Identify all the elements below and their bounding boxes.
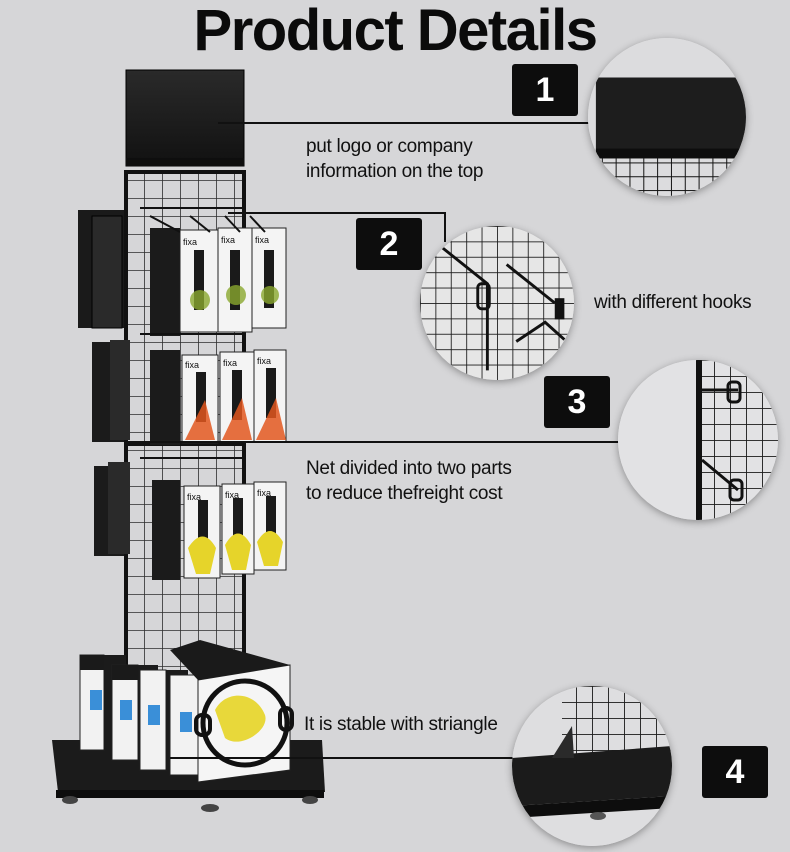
leader-line-1: [218, 122, 592, 124]
leader-line-2-drop: [444, 212, 446, 242]
leader-line-2: [228, 212, 446, 214]
caption-line: to reduce thefreight cost: [306, 483, 503, 504]
hanging-products-row-2: fixa fixa fixa: [92, 333, 287, 445]
caption-line: information on the top: [306, 161, 484, 182]
leader-line-4: [170, 757, 515, 759]
callout-number-2: 2: [356, 218, 422, 270]
boxes-on-base: [79, 640, 294, 783]
callout-number-3: 3: [544, 376, 610, 428]
callout-caption-3: Net divided into two parts to reduce the…: [306, 456, 566, 506]
package-brand-text: fixa: [223, 358, 237, 368]
callout-number-4: 4: [702, 746, 768, 798]
caption-line: with different hooks: [594, 292, 752, 313]
package-brand-text: fixa: [257, 488, 271, 498]
package-brand-text: fixa: [187, 492, 201, 502]
callout-number-1: 1: [512, 64, 578, 116]
detail-circle-signboard: [588, 38, 746, 196]
caption-line: Net divided into two parts: [306, 458, 512, 479]
callout-caption-1: put logo or company information on the t…: [306, 134, 586, 184]
package-brand-text: fixa: [183, 237, 197, 247]
page-title: Product Details: [193, 0, 598, 63]
hanging-products-row-1: fixa fixa fixa: [78, 207, 287, 336]
detail-circle-base: [512, 686, 672, 846]
callout-caption-4: It is stable with striangle: [304, 712, 534, 737]
package-brand-text: fixa: [255, 235, 269, 245]
top-signboard: [125, 69, 245, 167]
leader-line-3: [128, 441, 622, 443]
hanging-products-row-3: fixa fixa fixa: [94, 457, 287, 580]
detail-circle-net-split: [618, 360, 778, 520]
package-brand-text: fixa: [225, 490, 239, 500]
callout-caption-2: with different hooks: [594, 290, 784, 315]
caption-line: It is stable with striangle: [304, 714, 498, 735]
caption-line: put logo or company: [306, 136, 473, 157]
package-brand-text: fixa: [185, 360, 199, 370]
package-brand-text: fixa: [257, 356, 271, 366]
detail-circle-hooks: [420, 226, 574, 380]
package-brand-text: fixa: [221, 235, 235, 245]
